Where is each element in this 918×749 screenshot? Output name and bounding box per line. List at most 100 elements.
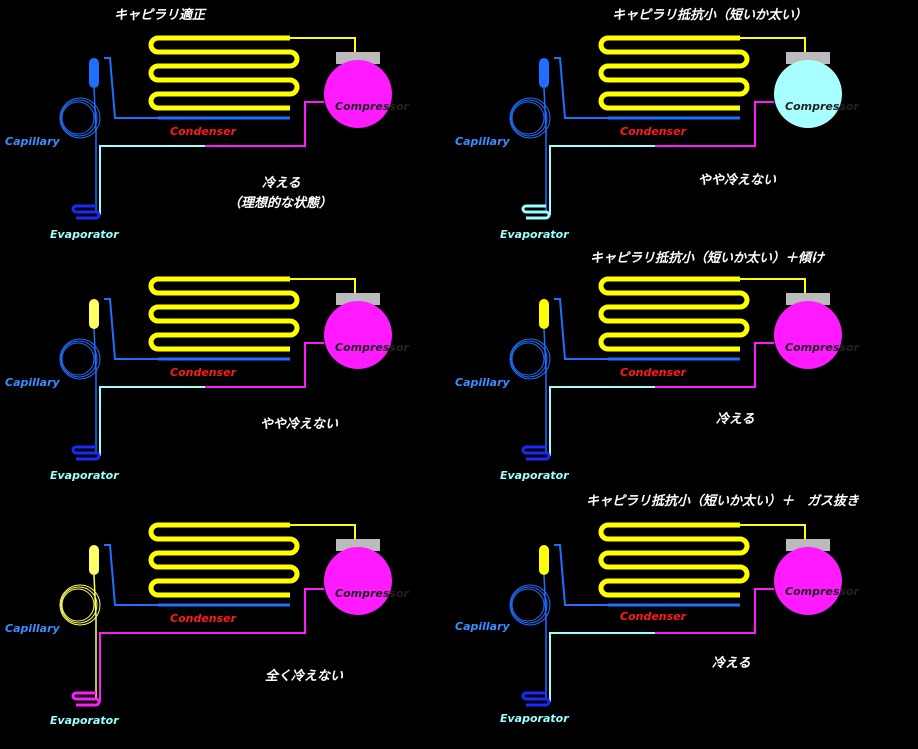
filter-dryer bbox=[539, 545, 549, 575]
compressor-label: Compressor bbox=[785, 341, 859, 354]
diagram-panel-3: Capillary Condenser Compressor Evaporato… bbox=[0, 241, 459, 490]
compressor-head bbox=[336, 52, 380, 64]
return-line bbox=[549, 632, 655, 702]
suction-line bbox=[655, 101, 774, 147]
filter-dryer bbox=[89, 545, 99, 575]
capillary-coil-loop bbox=[509, 584, 551, 626]
evaporator-label: Evaporator bbox=[500, 228, 569, 241]
compressor-head bbox=[786, 52, 830, 64]
capillary-coil-loop bbox=[59, 584, 101, 626]
compressor-label: Compressor bbox=[785, 585, 859, 598]
filter-dryer bbox=[539, 299, 549, 329]
evaporator-coil bbox=[521, 445, 551, 461]
condenser-label: Condenser bbox=[620, 125, 687, 138]
diagram-panel-6: キャピラリ抵抗小（短いか太い）＋ ガス抜き Capillary Condense… bbox=[450, 487, 909, 736]
refrigeration-diagram-1 bbox=[59, 35, 392, 220]
capillary-tube bbox=[93, 328, 97, 453]
capillary-label: Capillary bbox=[5, 622, 60, 635]
compressor-body bbox=[774, 547, 842, 615]
diagram-panel-4: キャピラリ抵抗小（短いか太い）＋傾け Capillary Condenser C… bbox=[450, 241, 909, 490]
evaporator-label: Evaporator bbox=[500, 469, 569, 482]
condenser-coil bbox=[598, 35, 750, 111]
condenser-label: Condenser bbox=[170, 612, 237, 625]
capillary-tube bbox=[543, 87, 547, 212]
capillary-coil-loop bbox=[60, 340, 98, 378]
return-line bbox=[99, 145, 205, 215]
dryer-line bbox=[104, 57, 158, 119]
panel-title: キャピラリ抵抗小（短いか太い）＋傾け bbox=[590, 251, 825, 266]
compressor-body bbox=[324, 301, 392, 369]
return-line bbox=[99, 386, 205, 456]
discharge-line bbox=[290, 278, 356, 296]
capillary-coil-loop bbox=[510, 340, 548, 378]
diagram-panel-1: キャピラリ適正 Capillary Condenser Compressor E… bbox=[0, 0, 459, 249]
capillary-coil-loop bbox=[60, 99, 98, 137]
return-line bbox=[549, 386, 655, 456]
capillary-label: Capillary bbox=[5, 135, 60, 148]
capillary-coil-loop bbox=[60, 586, 98, 624]
filter-dryer bbox=[89, 58, 99, 88]
compressor-head bbox=[336, 293, 380, 305]
evaporator-coil bbox=[521, 204, 551, 220]
compressor-body bbox=[774, 60, 842, 128]
dryer-line bbox=[554, 544, 608, 606]
compressor-body bbox=[324, 60, 392, 128]
panel-title: キャピラリ抵抗小（短いか太い）＋ ガス抜き bbox=[586, 494, 860, 509]
compressor-label: Compressor bbox=[335, 587, 409, 600]
refrigeration-diagram-3 bbox=[59, 276, 392, 461]
return-line bbox=[99, 632, 205, 702]
discharge-line bbox=[740, 524, 806, 542]
compressor-head bbox=[786, 539, 830, 551]
evaporator-coil bbox=[521, 691, 551, 707]
suction-line bbox=[205, 342, 324, 388]
status-text: 全く冷えない bbox=[265, 669, 344, 684]
return-line bbox=[549, 145, 655, 215]
capillary-label: Capillary bbox=[455, 135, 510, 148]
diagram-panel-2: キャピラリ抵抗小（短いか太い） Capillary Condenser Comp… bbox=[450, 0, 909, 249]
discharge-line bbox=[740, 37, 806, 55]
condenser-label: Condenser bbox=[620, 610, 687, 623]
discharge-line bbox=[290, 37, 356, 55]
condenser-coil bbox=[148, 522, 300, 598]
dryer-line bbox=[554, 298, 608, 360]
capillary-coil-loop bbox=[509, 338, 551, 380]
capillary-label: Capillary bbox=[5, 376, 60, 389]
capillary-coil-loop bbox=[511, 342, 545, 376]
refrigeration-diagram-5 bbox=[59, 522, 392, 707]
condenser-label: Condenser bbox=[620, 366, 687, 379]
capillary-label: Capillary bbox=[455, 620, 510, 633]
capillary-coil-loop bbox=[61, 588, 95, 622]
status-text: 冷える bbox=[262, 176, 301, 191]
evaporator-coil bbox=[71, 445, 101, 461]
dryer-line bbox=[554, 57, 608, 119]
discharge-line bbox=[740, 278, 806, 296]
compressor-label: Compressor bbox=[335, 100, 409, 113]
capillary-coil-loop bbox=[61, 101, 95, 135]
panel-title: キャピラリ適正 bbox=[114, 8, 206, 23]
evaporator-label: Evaporator bbox=[50, 469, 119, 482]
compressor-head bbox=[786, 293, 830, 305]
status-text: 冷える bbox=[716, 412, 755, 427]
condenser-coil bbox=[598, 522, 750, 598]
dryer-line bbox=[104, 298, 158, 360]
condenser-label: Condenser bbox=[170, 125, 237, 138]
panel-title: キャピラリ抵抗小（短いか太い） bbox=[612, 8, 808, 23]
filter-dryer bbox=[539, 58, 549, 88]
status-text: 冷える bbox=[712, 656, 751, 671]
capillary-coil-loop bbox=[61, 342, 95, 376]
evaporator-label: Evaporator bbox=[50, 228, 119, 241]
capillary-tube bbox=[543, 574, 547, 699]
condenser-coil bbox=[598, 276, 750, 352]
refrigeration-diagram-2 bbox=[509, 35, 842, 220]
status-subtext: （理想的な状態） bbox=[228, 196, 333, 211]
status-text: やや冷えない bbox=[698, 173, 777, 188]
capillary-coil-loop bbox=[510, 586, 548, 624]
capillary-tube bbox=[93, 574, 97, 699]
capillary-coil-loop bbox=[510, 99, 548, 137]
compressor-body bbox=[324, 547, 392, 615]
evaporator-label: Evaporator bbox=[500, 712, 569, 725]
capillary-coil-loop bbox=[59, 338, 101, 380]
refrigeration-diagram-6 bbox=[509, 522, 842, 707]
condenser-label: Condenser bbox=[170, 366, 237, 379]
diagram-panel-5: Capillary Condenser Compressor Evaporato… bbox=[0, 487, 459, 736]
